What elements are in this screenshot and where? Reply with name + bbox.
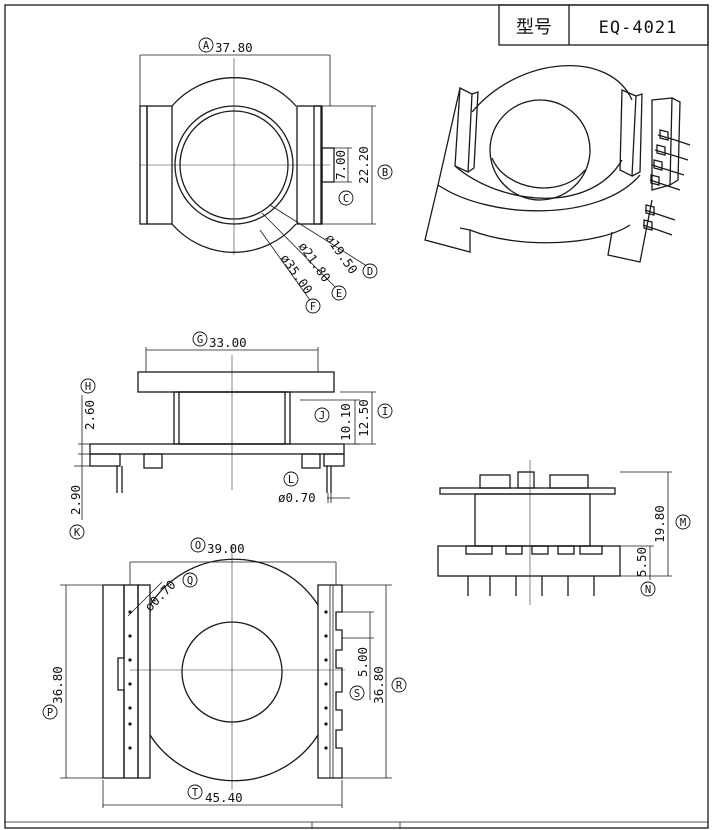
dim-P: 36.80 P: [42, 666, 65, 720]
isometric-view: [424, 64, 691, 263]
dim-value: 33.00: [209, 335, 247, 350]
dim-value: 12.50: [356, 399, 371, 437]
callout-letter: K: [74, 527, 81, 539]
dim-A: A 37.80: [198, 37, 253, 55]
dim-value: 39.00: [207, 541, 245, 556]
dim-value: 36.80: [371, 666, 386, 704]
dim-value: 5.00: [355, 647, 370, 677]
callout-letter: P: [47, 707, 53, 719]
top-view: [139, 54, 376, 304]
dim-I: 12.50 I: [356, 399, 393, 437]
callout-letter: F: [310, 301, 316, 313]
callout-letter: E: [336, 288, 342, 300]
dim-M: 19.80 M: [652, 505, 691, 543]
dim-G: G 33.00: [192, 331, 247, 350]
callout-letter: N: [645, 584, 651, 596]
callout-letter: L: [288, 474, 294, 486]
callout-letter: O: [195, 540, 201, 552]
dim-value: 19.80: [652, 505, 667, 543]
callout-letter: M: [680, 517, 686, 529]
side-view: [437, 460, 672, 605]
dim-C: 7.00 C: [333, 150, 354, 206]
dim-T: T 45.40: [187, 784, 243, 805]
callout-letter: S: [354, 688, 360, 700]
callout-letter: C: [343, 193, 349, 205]
callout-letter: G: [197, 334, 203, 346]
callout-letter: Q: [187, 575, 193, 587]
dim-value: ø0.70: [142, 577, 179, 614]
title-label: 型号: [516, 17, 552, 38]
dim-value: 7.00: [333, 150, 348, 180]
dim-L: L ø0.70: [278, 471, 316, 505]
dim-value: 37.80: [215, 40, 253, 55]
callout-letter: H: [85, 381, 91, 393]
sheet-border: [4, 4, 709, 829]
dim-B: 22.20 B: [356, 146, 393, 184]
callout-letter: R: [396, 680, 403, 692]
dim-value: 2.60: [82, 400, 97, 430]
callout-letter: B: [382, 167, 388, 179]
dim-value: ø0.70: [278, 490, 316, 505]
callout-letter: A: [203, 40, 210, 52]
dim-S: 5.00 S: [349, 647, 370, 701]
bottom-view: [60, 545, 392, 808]
callout-letter: I: [382, 406, 388, 418]
dim-value: 2.90: [68, 485, 83, 515]
dim-value: 36.80: [50, 666, 65, 704]
dim-R: 36.80 R: [371, 666, 407, 704]
dim-K: 2.90 K: [68, 485, 85, 540]
title-block: 型号 EQ-4021: [498, 4, 709, 46]
callout-letter: D: [367, 266, 373, 278]
dim-J: J 10.10: [314, 403, 353, 441]
dim-O: O 39.00: [190, 537, 245, 556]
dim-value: 45.40: [205, 790, 243, 805]
model-number: EQ-4021: [599, 18, 678, 38]
dim-value: 10.10: [338, 403, 353, 441]
dim-value: 22.20: [356, 146, 371, 184]
callout-letter: J: [319, 410, 325, 422]
callout-letter: T: [192, 787, 199, 799]
front-view: [74, 347, 376, 520]
dim-H: H 2.60: [80, 378, 97, 430]
dim-N: 5.50 N: [634, 547, 656, 597]
dim-value: 5.50: [634, 547, 649, 577]
